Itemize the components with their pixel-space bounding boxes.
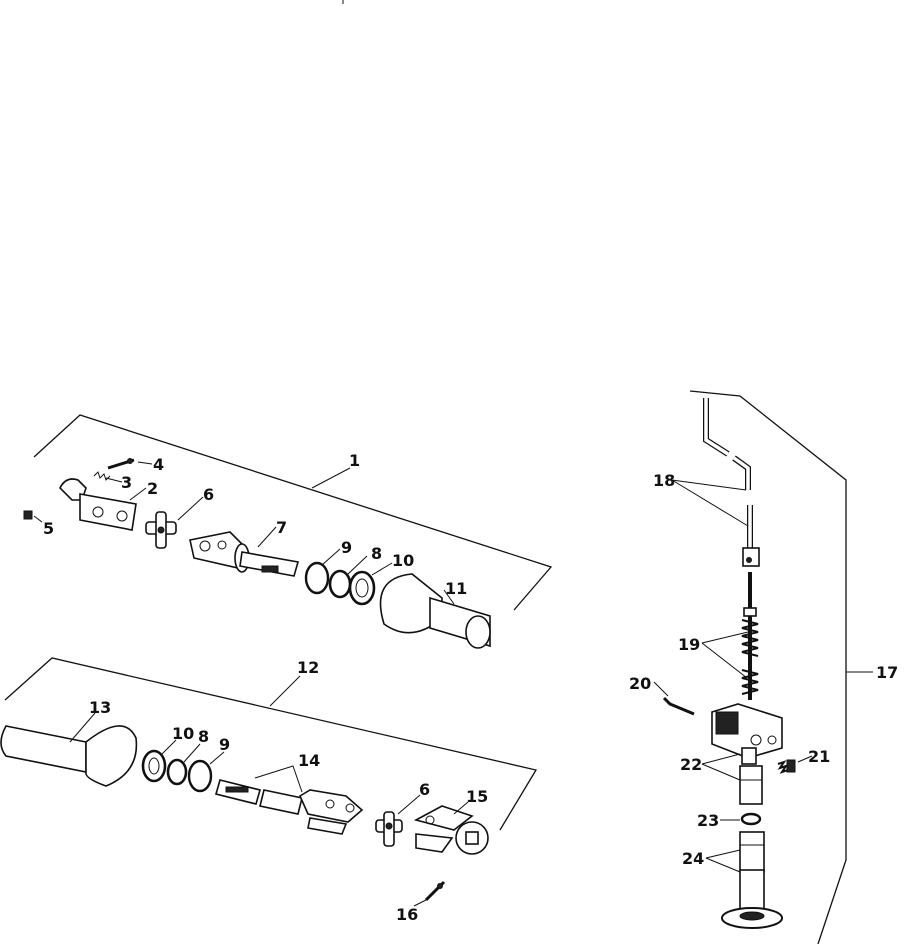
callout-22: 22 bbox=[680, 755, 702, 774]
part-8b-washer bbox=[166, 758, 188, 786]
callout-15: 15 bbox=[466, 787, 488, 806]
callout-12: 12 bbox=[297, 658, 319, 677]
part-13-boot bbox=[0, 725, 138, 787]
part-22-block bbox=[739, 765, 763, 805]
assembly-17-group bbox=[653, 390, 873, 944]
assembly-17-bracket bbox=[689, 390, 847, 944]
callout-19: 19 bbox=[678, 635, 700, 654]
callout-11: 11 bbox=[445, 579, 467, 598]
callout-8a: 8 bbox=[371, 544, 382, 563]
part-7-yoke-shaft bbox=[189, 531, 300, 577]
housing-block bbox=[711, 703, 783, 765]
callout-5: 5 bbox=[43, 519, 54, 538]
callout-8b: 8 bbox=[198, 727, 209, 746]
part-8-washer bbox=[328, 569, 352, 599]
part-11-boot bbox=[379, 573, 491, 649]
part-24-post-base bbox=[721, 831, 783, 929]
callout-2: 2 bbox=[147, 479, 158, 498]
part-2-yoke bbox=[59, 478, 137, 531]
callout-20: 20 bbox=[629, 674, 651, 693]
assembly-12-group bbox=[0, 657, 538, 907]
callout-7: 7 bbox=[276, 518, 287, 537]
part-4-pin bbox=[107, 458, 135, 470]
part-23-washer bbox=[740, 812, 762, 826]
part-18-rods bbox=[703, 398, 760, 567]
part-16-pin bbox=[424, 880, 446, 902]
callout-1: 1 bbox=[349, 451, 360, 470]
part-15-yoke bbox=[413, 805, 489, 855]
part-9b-snap-ring bbox=[187, 759, 213, 793]
callout-4: 4 bbox=[153, 455, 164, 474]
callout-6a: 6 bbox=[203, 485, 214, 504]
part-21-screw bbox=[777, 759, 796, 774]
part-9-snap-ring bbox=[304, 561, 330, 595]
callout-17: 17 bbox=[876, 663, 898, 682]
callout-21: 21 bbox=[808, 747, 830, 766]
callout-16: 16 bbox=[396, 905, 418, 924]
part-20-allen-key bbox=[662, 696, 695, 716]
part-10-nut bbox=[348, 570, 376, 606]
assembly-1-bracket bbox=[33, 414, 553, 611]
callout-9a: 9 bbox=[341, 538, 352, 557]
callout-14: 14 bbox=[298, 751, 320, 770]
part-14-shaft-yoke bbox=[215, 779, 364, 835]
part-6-cross bbox=[145, 511, 177, 549]
part-19-spring-rod bbox=[741, 572, 759, 700]
callout-10b: 10 bbox=[172, 724, 194, 743]
part-6b-cross bbox=[375, 811, 403, 847]
assembly-12-bracket bbox=[4, 657, 538, 831]
callout-6b: 6 bbox=[419, 780, 430, 799]
callout-13: 13 bbox=[89, 698, 111, 717]
part-3-spring bbox=[93, 471, 111, 481]
callout-10a: 10 bbox=[392, 551, 414, 570]
callout-18: 18 bbox=[653, 471, 675, 490]
callout-3: 3 bbox=[121, 473, 132, 492]
callout-24: 24 bbox=[682, 849, 704, 868]
assembly-1-group bbox=[23, 414, 553, 649]
part-10b-nut bbox=[141, 749, 167, 783]
callout-23: 23 bbox=[697, 811, 719, 830]
part-5-nut bbox=[23, 510, 33, 520]
callout-9b: 9 bbox=[219, 735, 230, 754]
